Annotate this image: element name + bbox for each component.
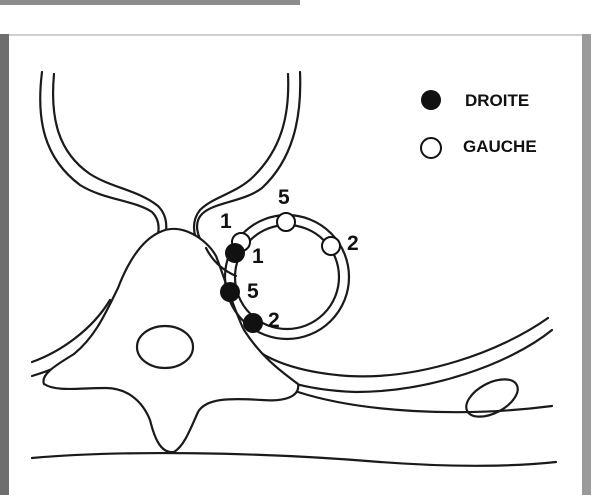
- legend-left-label: GAUCHE: [463, 137, 537, 156]
- right-point-2-label: 2: [268, 309, 280, 332]
- legend: DROITE GAUCHE: [421, 90, 537, 158]
- left-point-5: [277, 213, 295, 231]
- left-point-5-label: 5: [278, 186, 290, 209]
- right-point-5: [220, 282, 240, 302]
- top-edge-shadow: [0, 0, 300, 5]
- upper-cavity: [40, 72, 300, 250]
- legend-right-marker: [421, 90, 441, 110]
- upper-cavity-inner-wall-left: [53, 74, 166, 250]
- cell-nucleus: [137, 326, 193, 368]
- left-point-2-label: 2: [347, 232, 359, 255]
- right-point-2: [243, 313, 263, 333]
- upper-cavity-outer-wall: [40, 72, 158, 248]
- frame-top-line: [9, 34, 582, 36]
- left-frame-edge: [0, 34, 9, 495]
- right-point-5-label: 5: [247, 280, 259, 303]
- upper-cavity-inner-wall-right: [194, 74, 288, 246]
- right-frame-edge: [582, 34, 591, 495]
- left-points: 1 5 2: [220, 186, 359, 255]
- channel-lower-wall: [298, 392, 552, 412]
- left-point-2: [322, 237, 340, 255]
- bottom-boundary-line: [32, 453, 556, 466]
- small-oval-structure: [460, 372, 524, 425]
- left-point-1-label: 1: [220, 210, 232, 233]
- legend-right-label: DROITE: [465, 91, 529, 110]
- right-point-1: [225, 243, 245, 263]
- legend-left-marker: [421, 138, 441, 158]
- right-point-1-label: 1: [252, 245, 264, 268]
- top-band: [0, 0, 591, 38]
